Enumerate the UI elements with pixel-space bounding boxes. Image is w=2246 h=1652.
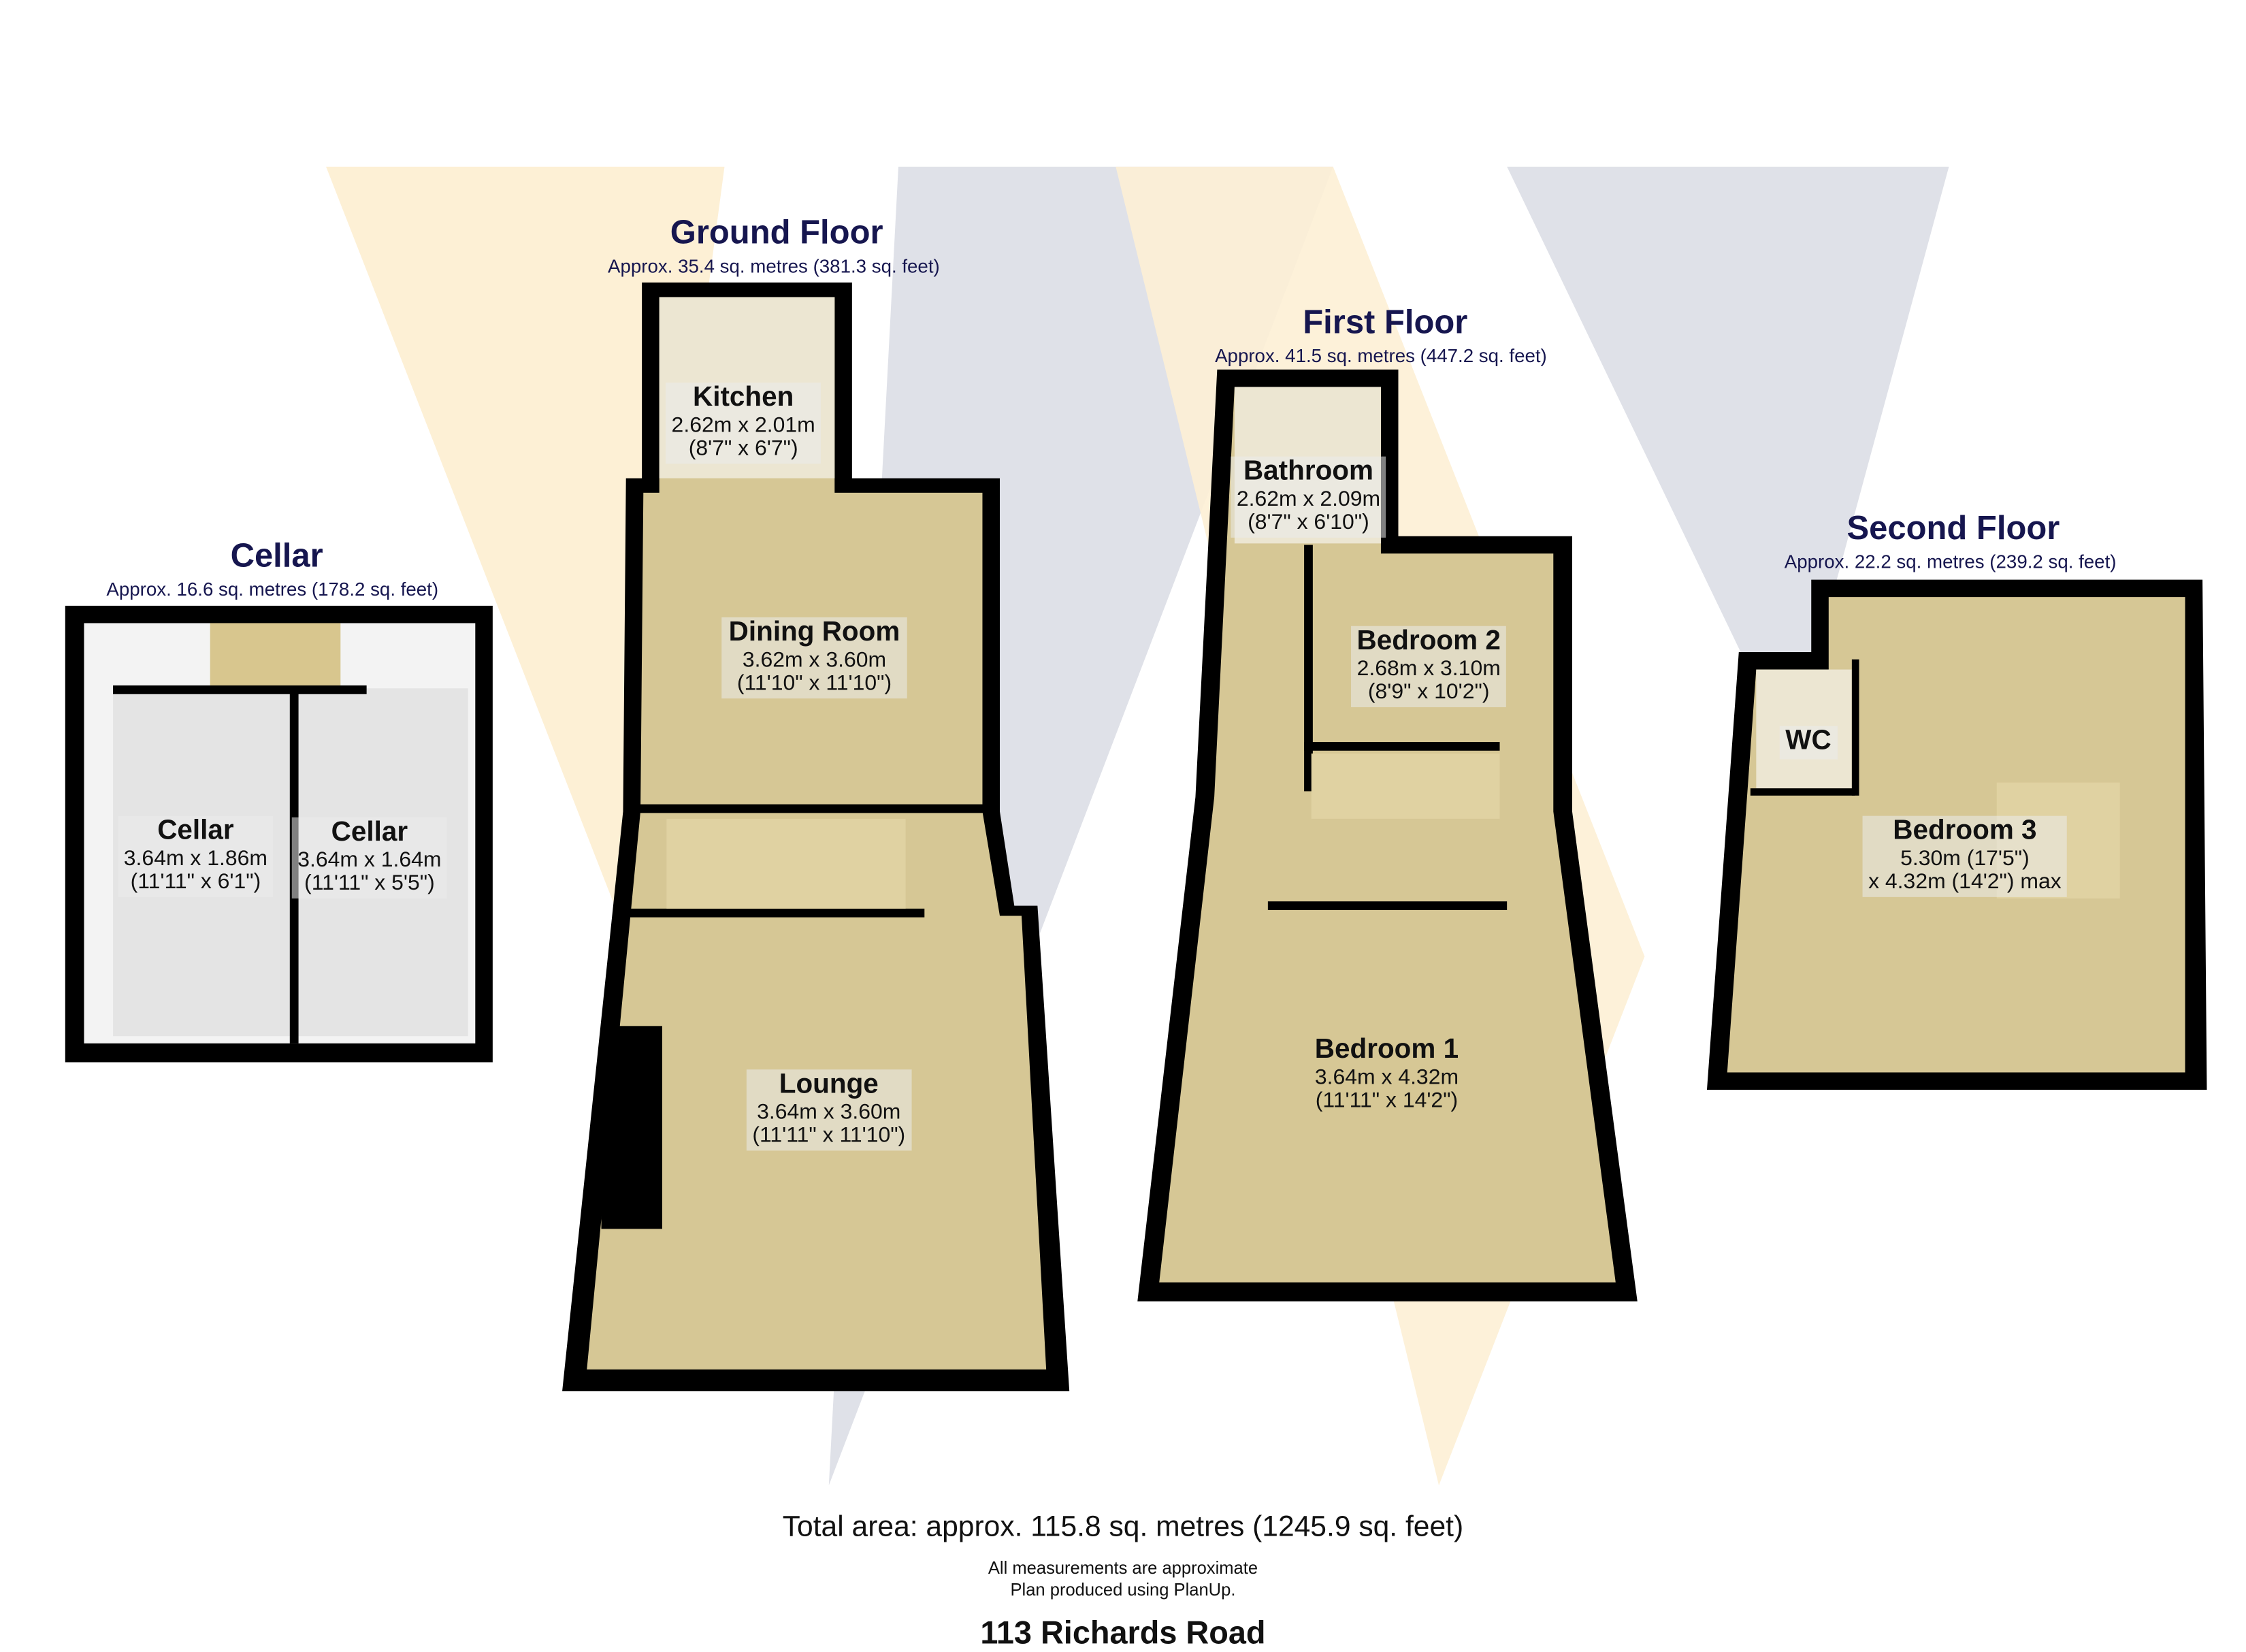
watermark-logo	[326, 166, 1949, 1486]
credit: Plan produced using PlanUp.	[1010, 1579, 1236, 1600]
ground-floor-plan	[562, 282, 1070, 1391]
floor-title-cellar: Cellar	[230, 536, 323, 574]
room-label-wc: WC	[1779, 726, 1838, 760]
floor-area-first: Approx. 41.5 sq. metres (447.2 sq. feet)	[1215, 344, 1547, 367]
floor-area-ground: Approx. 35.4 sq. metres (381.3 sq. feet)	[608, 255, 940, 277]
floor-title-first: First Floor	[1303, 302, 1468, 341]
disclaimer: All measurements are approximate	[988, 1557, 1258, 1578]
floor-area-second: Approx. 22.2 sq. metres (239.2 sq. feet)	[1784, 551, 2117, 572]
property-address: 113 Richards Road	[980, 1614, 1266, 1651]
floor-area-cellar: Approx. 16.6 sq. metres (178.2 sq. feet)	[106, 578, 439, 600]
floor-title-second: Second Floor	[1846, 508, 2060, 547]
floor-title-ground: Ground Floor	[670, 212, 883, 251]
first-floor-plan	[1137, 369, 1638, 1301]
total-area: Total area: approx. 115.8 sq. metres (12…	[782, 1511, 1464, 1544]
